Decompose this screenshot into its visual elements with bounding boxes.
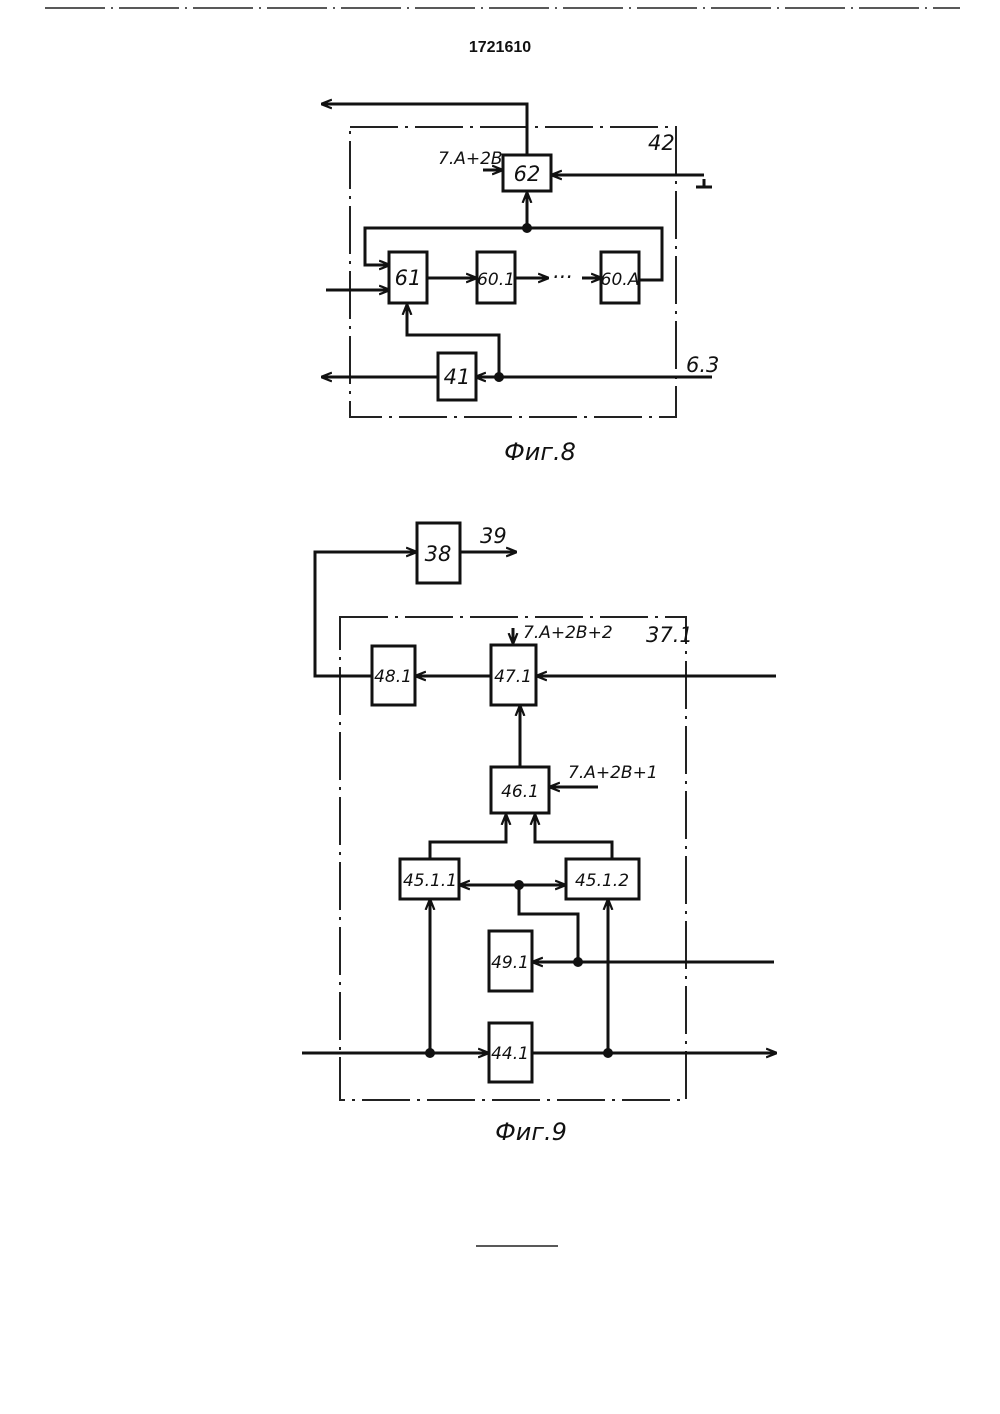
svg-text:41: 41 bbox=[444, 365, 471, 389]
svg-text:48.1: 48.1 bbox=[374, 667, 412, 687]
figure-8: 42 7.A+2B ··· 6.3 62 bbox=[322, 104, 719, 466]
svg-text:47.1: 47.1 bbox=[494, 667, 532, 687]
junction-dot bbox=[573, 957, 583, 967]
wire-4512-to-461 bbox=[535, 815, 612, 859]
chain-ellipsis: ··· bbox=[552, 265, 572, 289]
block-49-1: 49.1 bbox=[489, 931, 532, 991]
container-37-1-label: 37.1 bbox=[646, 623, 693, 647]
block-44-1: 44.1 bbox=[489, 1023, 532, 1082]
block-48-1: 48.1 bbox=[372, 646, 415, 705]
ground-symbol bbox=[696, 179, 712, 187]
svg-text:60.1: 60.1 bbox=[477, 270, 515, 290]
svg-text:49.1: 49.1 bbox=[491, 953, 529, 973]
svg-text:60.A: 60.A bbox=[601, 270, 640, 290]
svg-text:44.1: 44.1 bbox=[491, 1044, 529, 1064]
junction-dot bbox=[494, 372, 504, 382]
block-62: 62 bbox=[503, 155, 551, 191]
figure-9-caption: Фиг.9 bbox=[495, 1118, 567, 1146]
block-38: 38 bbox=[417, 523, 460, 583]
junction-dot bbox=[522, 223, 532, 233]
block-60-A: 60.A bbox=[601, 252, 640, 303]
block-41: 41 bbox=[438, 353, 476, 400]
fig9-input-mid-label: 7.A+2B+1 bbox=[568, 763, 658, 783]
block-60-1: 60.1 bbox=[477, 252, 515, 303]
block-47-1: 47.1 bbox=[491, 645, 536, 705]
document-number: 1721610 bbox=[469, 39, 531, 56]
block-45-1-2: 45.1.2 bbox=[566, 859, 639, 899]
fig8-input-top-label: 7.A+2B bbox=[438, 149, 503, 169]
svg-text:45.1.1: 45.1.1 bbox=[403, 871, 457, 891]
wire-60A-to-loop bbox=[527, 228, 662, 280]
figure-8-caption: Фиг.8 bbox=[504, 438, 576, 466]
svg-text:45.1.2: 45.1.2 bbox=[575, 871, 629, 891]
fig8-input-right-label: 6.3 bbox=[686, 353, 719, 377]
block-46-1: 46.1 bbox=[491, 767, 549, 813]
block-45-1-1: 45.1.1 bbox=[400, 859, 459, 899]
svg-text:38: 38 bbox=[425, 542, 452, 566]
figure-9: 37.1 38 39 7.A+2B+2 7.A+2B+1 bbox=[302, 523, 776, 1146]
fig9-input-top-label: 7.A+2B+2 bbox=[523, 623, 613, 643]
container-42-label: 42 bbox=[648, 131, 675, 155]
wire-4511-to-461 bbox=[430, 815, 506, 859]
fig9-output-label: 39 bbox=[480, 524, 507, 548]
block-61: 61 bbox=[389, 252, 427, 303]
wire-62-output bbox=[322, 104, 527, 155]
svg-text:46.1: 46.1 bbox=[501, 782, 539, 802]
svg-text:61: 61 bbox=[395, 266, 422, 290]
svg-text:62: 62 bbox=[514, 162, 541, 186]
